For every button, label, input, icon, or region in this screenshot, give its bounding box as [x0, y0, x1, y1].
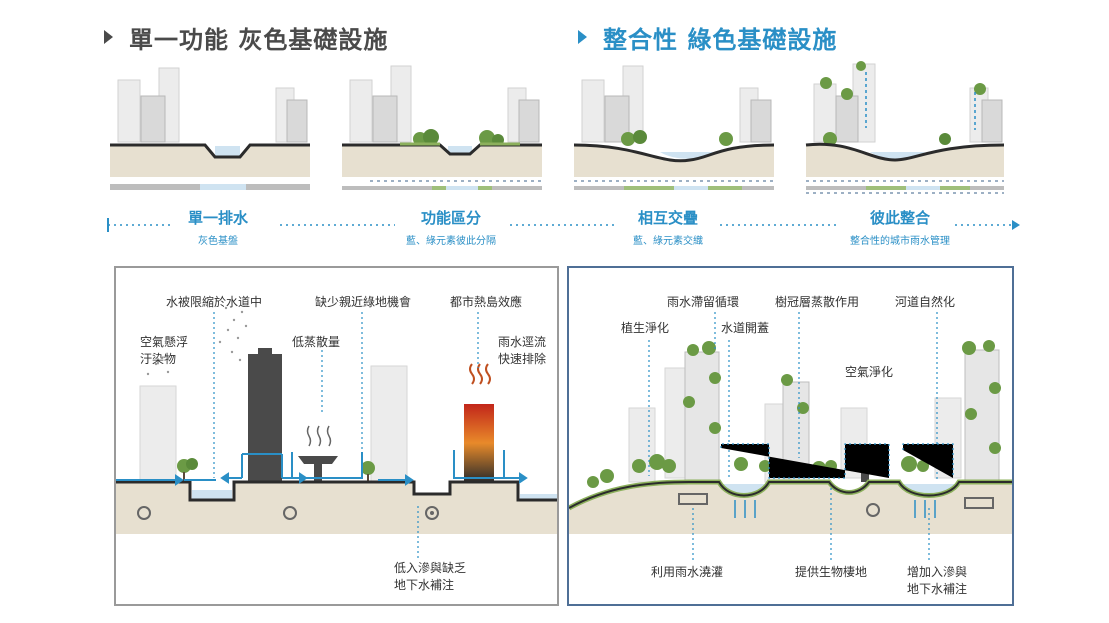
- label-low-infiltration: 低入滲與缺乏 地下水補注: [394, 561, 467, 592]
- label-air-pollution: 空氣懸浮 汙染物: [140, 335, 189, 366]
- grey-heading-text: 單一功能 灰色基礎設施: [129, 26, 389, 54]
- triangle-bullet-icon: [104, 30, 113, 44]
- stage-title: 相互交疊: [637, 209, 698, 227]
- label-plant-purification: 植生淨化: [621, 321, 670, 335]
- triangle-bullet-icon: [578, 30, 587, 44]
- stage-subtitle: 藍、綠元素彼此分隔: [406, 236, 496, 247]
- label-channel-opening: 水道開蓋: [721, 321, 770, 335]
- label-fast-runoff: 雨水逕流 快速排除: [498, 335, 547, 366]
- stage-title: 單一排水: [187, 209, 248, 227]
- grey-infrastructure-panel: 水被限縮於水道中 缺少親近綠地機會 都市熱島效應 空氣懸浮 汙染物 低蒸散量 雨…: [114, 266, 559, 606]
- green-heading-text: 整合性 綠色基礎設施: [603, 26, 838, 54]
- green-infrastructure-panel: 雨水滯留循環 樹冠層蒸散作用 河道自然化 植生淨化 水道開蓋 空氣淨化 利用雨水…: [567, 266, 1014, 606]
- progression-arrow: [107, 218, 1020, 232]
- stage-subtitle: 灰色基盤: [198, 236, 238, 247]
- scenario-3-diagram: [573, 65, 775, 190]
- label-heat-island: 都市熱島效應: [450, 295, 523, 309]
- green-panel-illustration: [569, 312, 1012, 560]
- label-air-purification: 空氣淨化: [845, 365, 894, 379]
- stage-title: 彼此整合: [869, 209, 930, 227]
- stage-subtitle: 藍、綠元素交織: [633, 236, 703, 247]
- label-biological-habitat: 提供生物棲地: [795, 565, 868, 579]
- green-infrastructure-heading: 整合性 綠色基礎設施: [578, 20, 837, 55]
- label-low-evaporation: 低蒸散量: [292, 335, 341, 349]
- grey-panel-illustration: [116, 306, 557, 558]
- label-increased-infiltration: 增加入滲與 地下水補注: [907, 565, 968, 596]
- label-canopy-evaporation: 樹冠層蒸散作用: [775, 295, 860, 309]
- label-rainwater-irrigation: 利用雨水澆灌: [651, 565, 724, 579]
- stage-subtitle: 整合性的城市雨水管理: [850, 236, 950, 247]
- stage-1: 單一排水 灰色基盤: [128, 207, 308, 247]
- label-less-green: 缺少親近綠地機會: [315, 295, 412, 309]
- scenario-1-diagram: [110, 67, 310, 190]
- stage-title: 功能區分: [420, 209, 481, 227]
- label-limited-channel: 水被限縮於水道中: [166, 295, 263, 309]
- scenario-4-diagram: [805, 61, 1005, 194]
- scenario-2-diagram: [342, 65, 542, 190]
- stage-3: 相互交疊 藍、綠元素交織: [578, 207, 758, 247]
- stage-2: 功能區分 藍、綠元素彼此分隔: [361, 207, 541, 247]
- label-retention-cycle: 雨水滯留循環: [667, 295, 740, 309]
- grey-infrastructure-heading: 單一功能 灰色基礎設施: [104, 20, 388, 55]
- label-river-naturalization: 河道自然化: [895, 295, 956, 309]
- stage-4: 彼此整合 整合性的城市雨水管理: [810, 207, 990, 247]
